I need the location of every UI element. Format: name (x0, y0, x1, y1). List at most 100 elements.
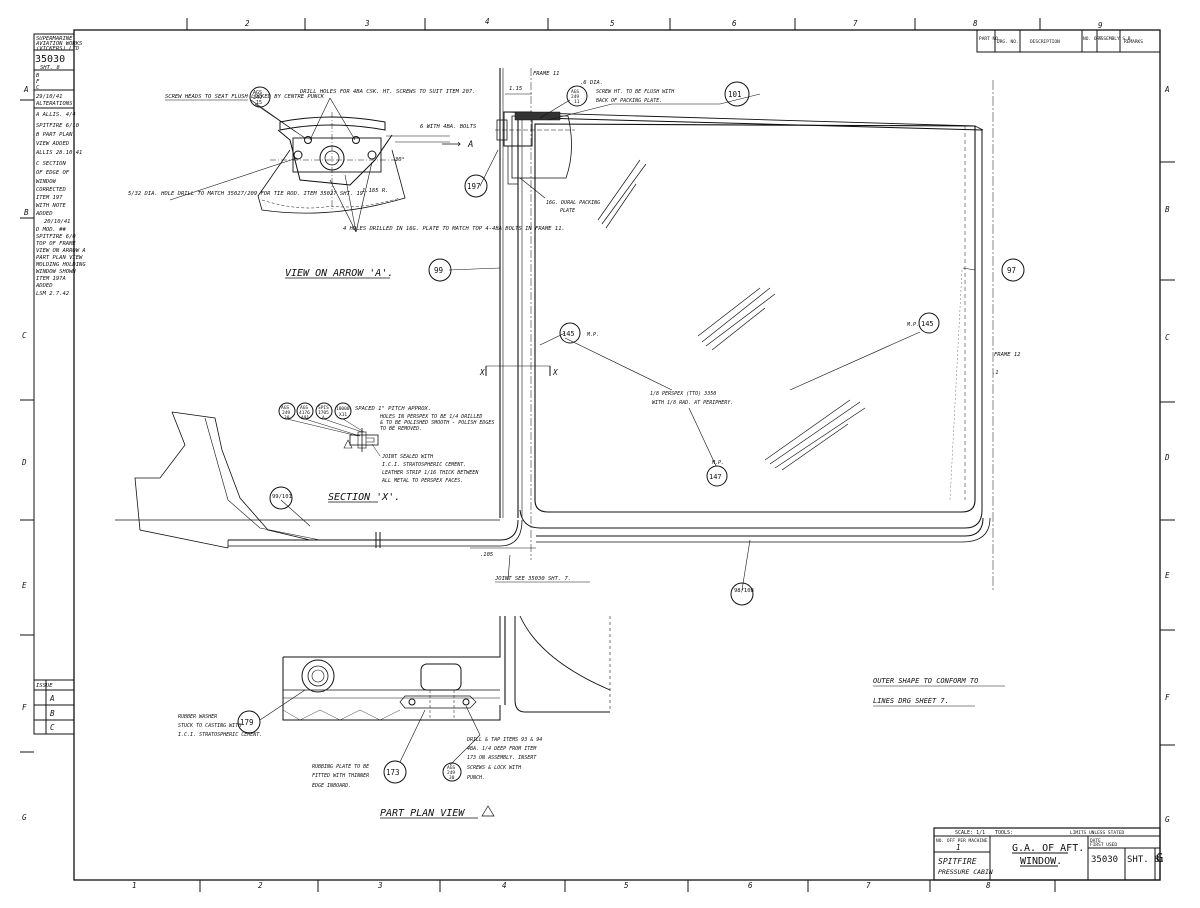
row-letter: A (23, 85, 29, 94)
outer-shape-note: OUTER SHAPE TO CONFORM TO LINES DRG SHEE… (873, 677, 1005, 707)
svg-text:RUBBER WASHER: RUBBER WASHER (178, 714, 217, 720)
left-revision-panel: SUPERMARINE AVIATION WORKS (VICKERS) LTD… (33, 33, 86, 735)
frame-12-label: FRAME 12 (994, 352, 1021, 358)
note-line: LSM 2.7.42 (36, 291, 70, 297)
svg-text:FITTED WITH THINNER: FITTED WITH THINNER (312, 773, 369, 779)
angle-dim: 30° (394, 157, 405, 163)
date-label: DATE (1090, 838, 1101, 844)
col-number: 7 (866, 881, 871, 890)
note-line: WINDOW SHOWN (36, 269, 76, 275)
svg-text:JOINT SEALED WITH: JOINT SEALED WITH (381, 454, 434, 460)
svg-text:TO BE REMOVED.: TO BE REMOVED. (380, 426, 422, 432)
item-bubble: 145 (562, 330, 575, 338)
svg-text:WITH 1/8 RAD. AT PERIPHERY.: WITH 1/8 RAD. AT PERIPHERY. (652, 400, 733, 406)
sheet-border: 2 3 4 5 6 7 8 9 1 2 3 4 5 6 7 8 A B C D … (20, 17, 1175, 892)
section-x-title: SECTION 'X'. (328, 492, 400, 503)
item-bubble: 179 (240, 718, 254, 727)
ref-bubble-text: 1705 (318, 410, 329, 416)
col-number: 3 (377, 881, 383, 890)
note-drill-holes: DRILL HOLES FOR 4BA CSK. HT. SCREWS TO S… (299, 89, 476, 95)
note-line: TOP OF FRAME (36, 241, 76, 247)
left-date: 29/10/41 (36, 94, 63, 100)
mp-label: M.P. (906, 322, 919, 328)
item-bubble: 145 (921, 320, 934, 328)
alteration-notes: A ALLIS. 4/4 SPITFIRE 6/10 B PART PLAN V… (35, 112, 86, 297)
title-sheet: SHT. 8. (1127, 855, 1165, 865)
left-drawing-no: 35030 (35, 54, 65, 65)
view-on-arrow-a: AGS 249 15 SCREW HEADS TO SEAT FLUSH LOC… (128, 86, 565, 279)
note-line: C SECTION (36, 161, 66, 167)
dim-note: .6 DIA. (580, 80, 603, 86)
svg-text:ALL METAL TO PERSPEX FACES.: ALL METAL TO PERSPEX FACES. (381, 478, 463, 484)
outer-note-line: OUTER SHAPE TO CONFORM TO (873, 677, 978, 685)
title-drawing-no: 35030 (1091, 855, 1118, 865)
svg-text:HOLES IN PERSPEX TO BE 1/4 DRI: HOLES IN PERSPEX TO BE 1/4 DRILLED (379, 414, 482, 420)
view-arrow-title: VIEW ON ARROW 'A'. (285, 268, 393, 279)
issue-mark: B (50, 709, 55, 718)
note-line: VIEW ON ARROW A (36, 248, 86, 254)
note-line: MOLDING HOLDING (35, 262, 86, 268)
note-line: SPITFIRE 6/0 (36, 234, 76, 240)
note-line: ADDED (35, 211, 53, 217)
ref-bubble-text: 249 (282, 410, 290, 416)
note-line: CORRECTED (36, 187, 66, 193)
tools-label: TOOLS: (995, 830, 1013, 836)
row-letter: G (22, 813, 27, 822)
ref-bubble-text: 249 (447, 770, 455, 776)
note-four-holes: 4 HOLES DRILLED IN 16G. PLATE TO MATCH T… (343, 226, 565, 232)
parts-header-cell: ASSEMBLY S.B. (1098, 36, 1133, 42)
row-letter: E (1165, 571, 1170, 580)
note-line: ADDED (35, 283, 53, 289)
svg-text:I.C.I. STRATOSPHERIC CEMENT.: I.C.I. STRATOSPHERIC CEMENT. (178, 732, 262, 738)
note-line: VIEW ADDED (36, 141, 70, 147)
ref-bubble-text: AGS (300, 405, 308, 411)
issue-row: C (36, 85, 40, 91)
company-line: AVIATION WORKS (35, 41, 83, 47)
alterations-title: ALTERATIONS (35, 101, 73, 107)
note-line: B PART PLAN (36, 132, 73, 138)
arrow-a-label: A (467, 140, 473, 150)
svg-text:SCREWS & LOCK WITH: SCREWS & LOCK WITH (467, 765, 522, 771)
issue-title: ISSUE (36, 683, 53, 689)
ref-bubble-text: X11 (339, 412, 347, 418)
ref-bubble-text: 11 (574, 99, 580, 105)
title-issue: G (1156, 851, 1163, 865)
ref-bubble-text: 249 (253, 95, 262, 101)
col-number: 5 (624, 881, 629, 890)
svg-text:4BA. 1/4 DEEP FROM ITEM: 4BA. 1/4 DEEP FROM ITEM (467, 746, 537, 752)
joint-note: JOINT SEE 35030 SHT. 7. (494, 576, 571, 582)
row-letter: F (1165, 693, 1170, 702)
section-x: AGS 249 30 AGS 4176 A91 SPIS 1705 A 1000… (278, 402, 494, 503)
drawing-title-2: WINDOW. (1020, 856, 1062, 867)
ref-bubble-text: 4176 (299, 410, 310, 416)
col-number: 3 (364, 19, 370, 28)
row-letter: D (1164, 453, 1170, 462)
note-joint-sealed: JOINT SEALED WITH I.C.I. STRATOSPHERIC C… (381, 454, 479, 484)
note-bolts: 6 WITH 4BA. BOLTS (420, 124, 477, 130)
col-number: 6 (732, 19, 737, 28)
svg-text:SCREW HT. TO BE FLUSH WITH: SCREW HT. TO BE FLUSH WITH (596, 89, 675, 95)
drill-tap-note: DRILL & TAP ITEMS 93 & 94 4BA. 1/4 DEEP … (466, 737, 542, 781)
parts-header-cell: PART NO. (979, 36, 1001, 42)
svg-text:I.C.I. STRATOSPHERIC CEMENT.: I.C.I. STRATOSPHERIC CEMENT. (382, 462, 466, 468)
ref-bubble-text: A91 (301, 415, 309, 421)
row-letter: F (22, 703, 27, 712)
ref-bubble-text: 15 (256, 100, 262, 106)
item-bubble: 147 (709, 473, 722, 481)
parts-header-cell: REMARKS (1124, 39, 1143, 45)
col-number: 8 (986, 881, 991, 890)
item-bubble: 98/108 (734, 588, 754, 594)
row-letter: C (22, 331, 27, 340)
drawing-title-1: G.A. OF AFT. (1012, 843, 1084, 854)
note-line: PART PLAN VIEW (36, 255, 83, 261)
perspex-note: 1/8 PERSPEX (TTO) 3350 WITH 1/8 RAD. AT … (650, 391, 733, 406)
note-line: D MOD. ## (35, 227, 66, 233)
svg-text:173 ON ASSEMBLY. INSERT: 173 ON ASSEMBLY. INSERT (467, 755, 537, 761)
company-line: SUPERMARINE (36, 36, 73, 42)
svg-text:PLATE: PLATE (560, 208, 575, 214)
section-mark: X (552, 368, 558, 377)
item-bubble: 97 (1007, 266, 1016, 275)
ref-bubble-text: 10000 (336, 406, 350, 412)
no-off-value: 1 (956, 843, 961, 852)
